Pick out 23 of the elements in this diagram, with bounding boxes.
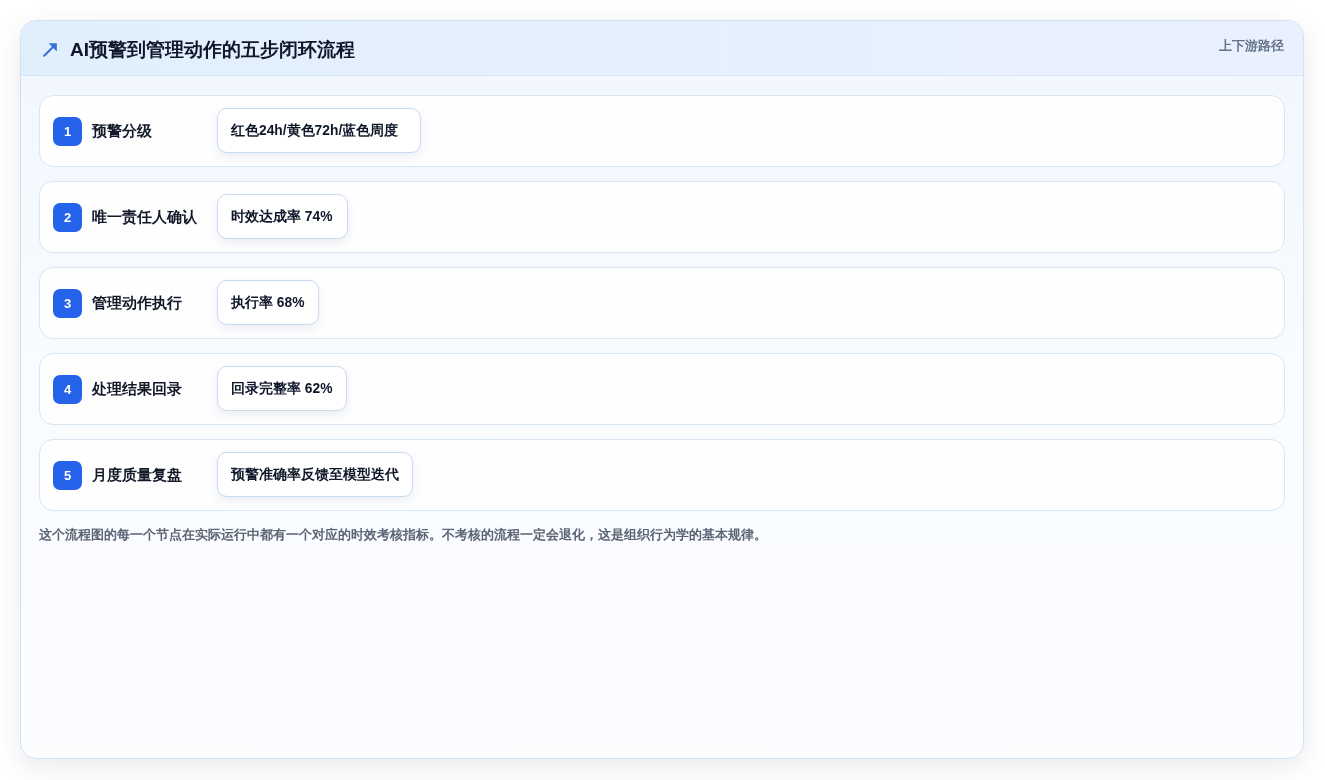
step-row	[39, 353, 1285, 425]
step-row	[39, 181, 1285, 253]
step-name: 管理动作执行	[92, 294, 182, 313]
number-badge: 2	[53, 203, 82, 232]
step-name: 唯一责任人确认	[92, 208, 197, 227]
metric-pill: 时效达成率 74%	[217, 194, 348, 239]
number-badge: 5	[53, 461, 82, 490]
step-row	[39, 267, 1285, 339]
metric-pill: 红色24h/黄色72h/蓝色周度	[217, 108, 421, 153]
metric-pill: 预警准确率反馈至模型迭代	[217, 452, 413, 497]
step-name: 预警分级	[92, 122, 152, 141]
step-row	[39, 95, 1285, 167]
footnote: 这个流程图的每一个节点在实际运行中都有一个对应的时效考核指标。不考核的流程一定会退化，这是组织行为学的基本规律。	[39, 526, 767, 544]
metric-pill: 回录完整率 62%	[217, 366, 347, 411]
title: AI预警到管理动作的五步闭环流程	[70, 38, 355, 62]
header-note: 上下游路径	[1219, 37, 1284, 54]
step-name: 月度质量复盘	[92, 466, 182, 485]
metric-pill: 执行率 68%	[217, 280, 319, 325]
step-name: 处理结果回录	[92, 380, 182, 399]
number-badge: 3	[53, 289, 82, 318]
step-row	[39, 439, 1285, 511]
number-badge: 1	[53, 117, 82, 146]
number-badge: 4	[53, 375, 82, 404]
